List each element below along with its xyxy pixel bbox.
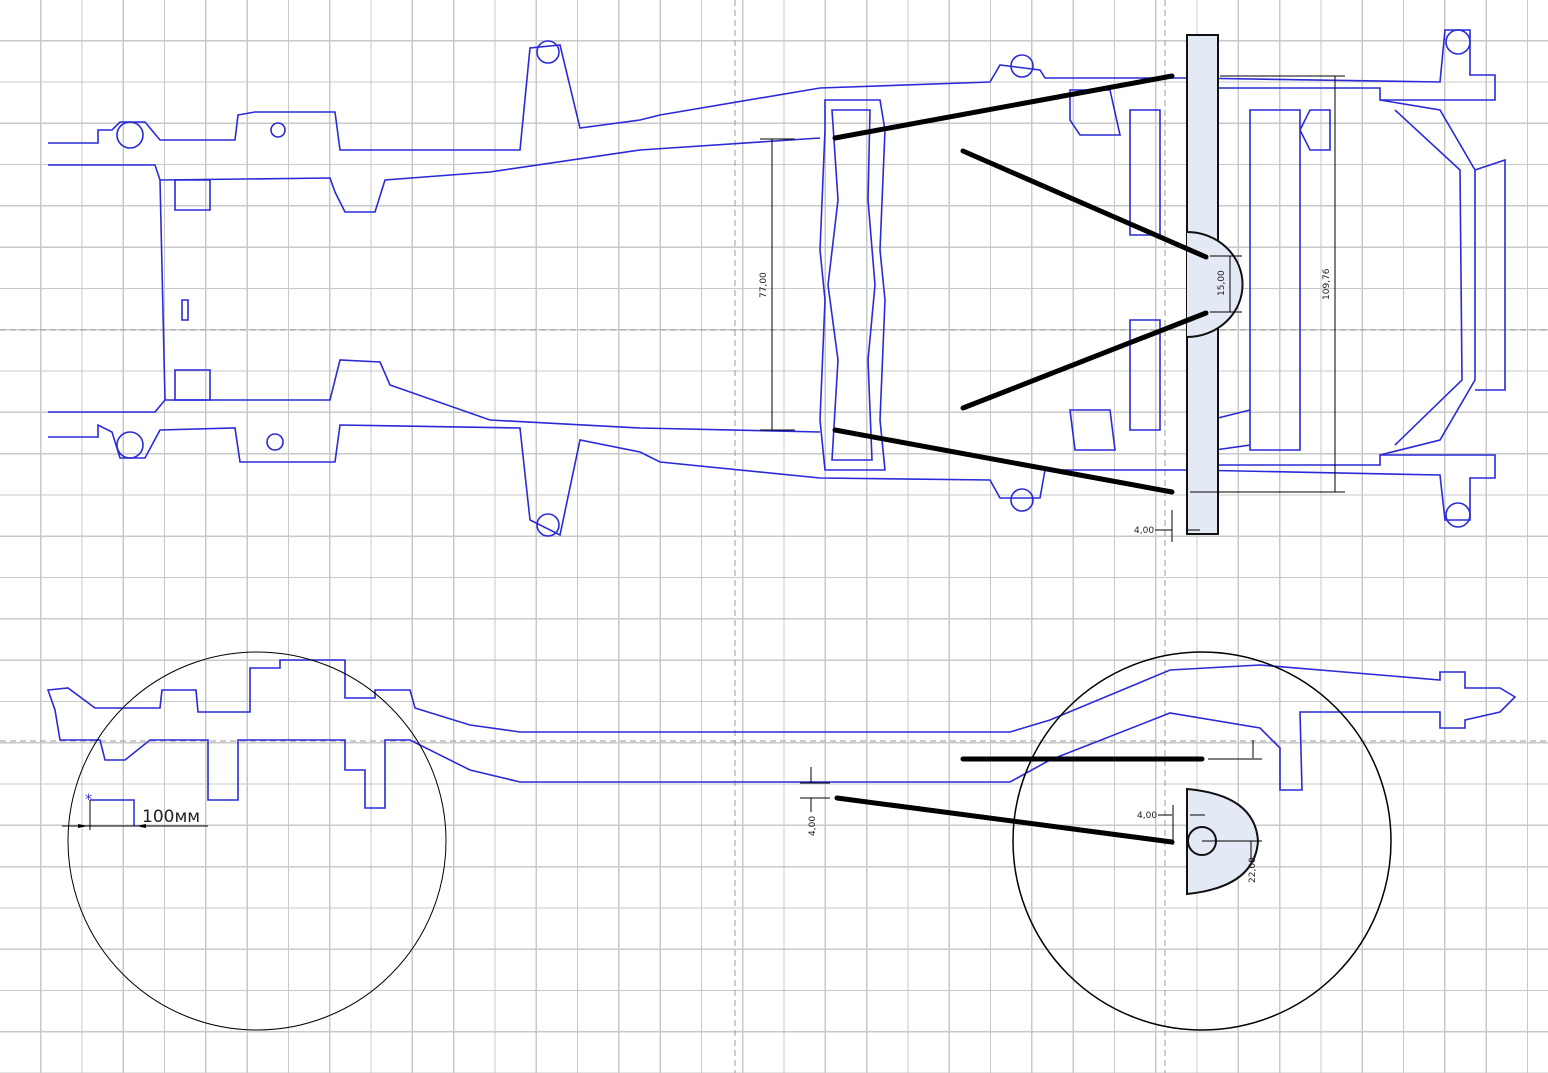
front-wheel-circle [67, 651, 447, 1031]
frame-rear-section [1069, 89, 1506, 456]
dimension-4-top: 4,00 [1134, 510, 1200, 542]
dimension-77: 77,00 [759, 138, 795, 431]
dimension-22-label: 22,00 [1248, 857, 1258, 883]
frame-front-crossmember [159, 179, 211, 401]
dimension-77-label: 77,00 [759, 272, 769, 298]
dimension-4-offset-label: 4,00 [1137, 811, 1157, 821]
frame-upper-rail-inner [48, 137, 821, 213]
dimension-4-side-offset: 4,00 [1137, 805, 1205, 845]
bracket-part-top-view[interactable] [1186, 34, 1244, 535]
mount-circle [270, 122, 286, 138]
dimension-15: 15,00 [1210, 255, 1242, 313]
frame-side-view [46, 659, 1517, 809]
mount-circle [536, 40, 560, 64]
dimension-4-side-gap: 4,00 [800, 740, 1262, 836]
frame-top-view [48, 29, 1506, 537]
mount-circle [1445, 502, 1471, 528]
dimension-109: 109,76 [1190, 75, 1345, 493]
scale-bar: * 100мм [62, 792, 208, 830]
dimension-4-side-label: 4,00 [808, 816, 818, 836]
rear-wheel-circle [1012, 651, 1392, 1031]
scale-label: 100мм [142, 807, 200, 827]
frame-mid-crossmember [819, 99, 886, 471]
mount-circle [266, 433, 284, 451]
dimension-4-top-label: 4,00 [1134, 526, 1154, 536]
mount-circle [536, 513, 560, 537]
dimension-22: 22,00 [1202, 840, 1262, 883]
mount-circle [1445, 29, 1471, 55]
mount-circle [1010, 54, 1034, 78]
frame-upper-rail [48, 29, 1496, 151]
frame-lower-rail [48, 423, 1496, 537]
dimension-15-label: 15,00 [1217, 270, 1227, 296]
leader-lines-side [834, 756, 1205, 845]
frame-lower-rail-inner [48, 359, 821, 433]
leader-lines-top [832, 73, 1209, 495]
dimension-109-label: 109,76 [1322, 268, 1332, 300]
mount-circle [1010, 488, 1034, 512]
side-rail-upper [46, 659, 1517, 809]
origin-marker-icon: * [85, 792, 92, 808]
mount-circle [116, 121, 144, 149]
mount-circle [116, 431, 144, 459]
